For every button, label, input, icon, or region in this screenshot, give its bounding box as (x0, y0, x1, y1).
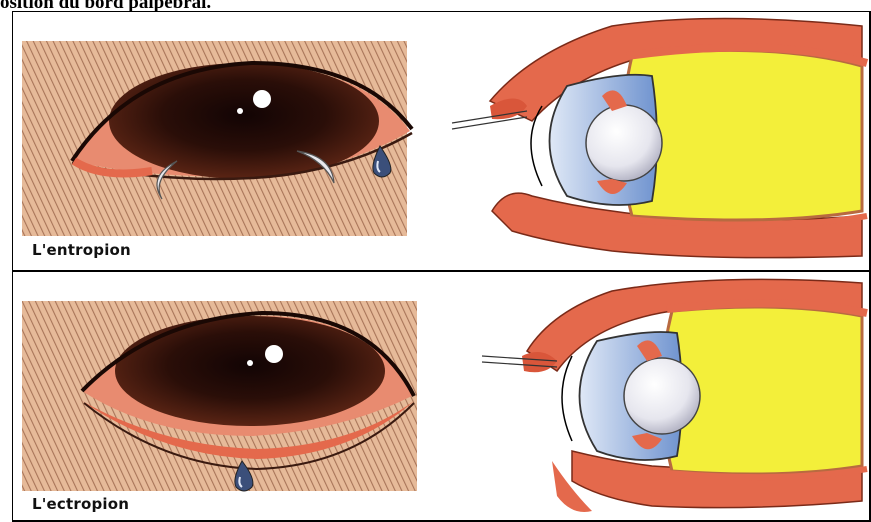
ectropion-label: L'ectropion (32, 495, 129, 513)
entropion-eye-drawing (22, 41, 412, 236)
entropion-label: L'entropion (32, 241, 131, 259)
ectropion-eye-drawing (22, 301, 417, 491)
figure-illustration (12, 11, 871, 522)
eyelid-figure: L'entropion L'ectropion (12, 11, 871, 522)
